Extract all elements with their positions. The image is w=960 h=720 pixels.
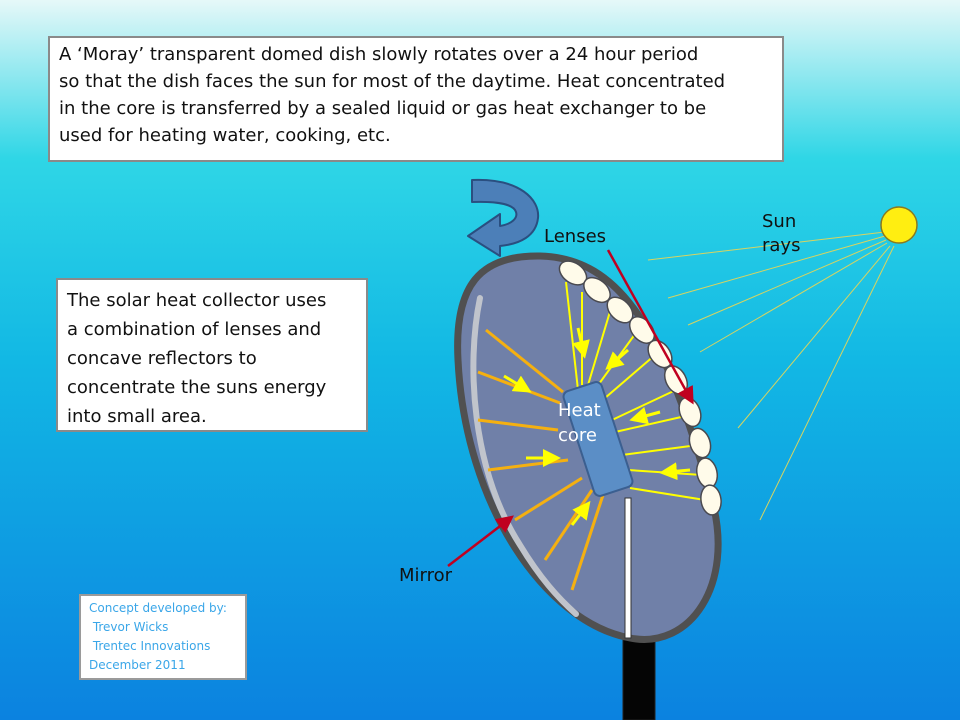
description-line: A ‘Moray’ transparent domed dish slowly … — [59, 44, 699, 65]
stand-pole — [622, 637, 656, 720]
credit-box: Concept developed by: Trevor Wicks Trent… — [79, 594, 247, 680]
heat-core — [562, 381, 634, 497]
mirror-label: Mirror — [399, 565, 453, 586]
collector-box: The solar heat collector uses a combinat… — [56, 278, 368, 432]
collector-line: a combination of lenses and — [67, 319, 322, 340]
heat-core-label: Heat core — [558, 398, 601, 448]
mirror-pointer — [447, 515, 514, 567]
credit-line: Trevor Wicks — [89, 620, 169, 634]
collector-line: The solar heat collector uses — [67, 290, 327, 311]
heat-core-label-line2: core — [558, 425, 597, 446]
support-rod — [624, 497, 632, 639]
sun-icon — [880, 206, 918, 244]
sun-rays-label-line1: Sun — [762, 211, 797, 232]
lenses-label: Lenses — [544, 226, 607, 247]
sun-rays — [647, 231, 895, 521]
lenses-pointer — [606, 249, 694, 405]
curved-arrow-icon — [467, 178, 540, 257]
credit-line: December 2011 — [89, 658, 186, 672]
collector-line: concentrate the suns energy — [67, 377, 327, 398]
collector-line: concave reflectors to — [67, 348, 257, 369]
description-line: so that the dish faces the sun for most … — [59, 71, 726, 92]
description-line: used for heating water, cooking, etc. — [59, 125, 391, 146]
collector-line: into small area. — [67, 406, 207, 427]
heat-core-label-line1: Heat — [558, 400, 601, 421]
sun-rays-label: Sun rays — [762, 210, 800, 258]
description-line: in the core is transferred by a sealed l… — [59, 98, 707, 119]
credit-line: Trentec Innovations — [89, 639, 211, 653]
mirror-strip — [470, 295, 579, 617]
direction-arrows — [503, 327, 691, 526]
description-box: A ‘Moray’ transparent domed dish slowly … — [48, 36, 784, 162]
sun-rays-label-line2: rays — [762, 235, 801, 256]
credit-line: Concept developed by: — [89, 601, 227, 615]
